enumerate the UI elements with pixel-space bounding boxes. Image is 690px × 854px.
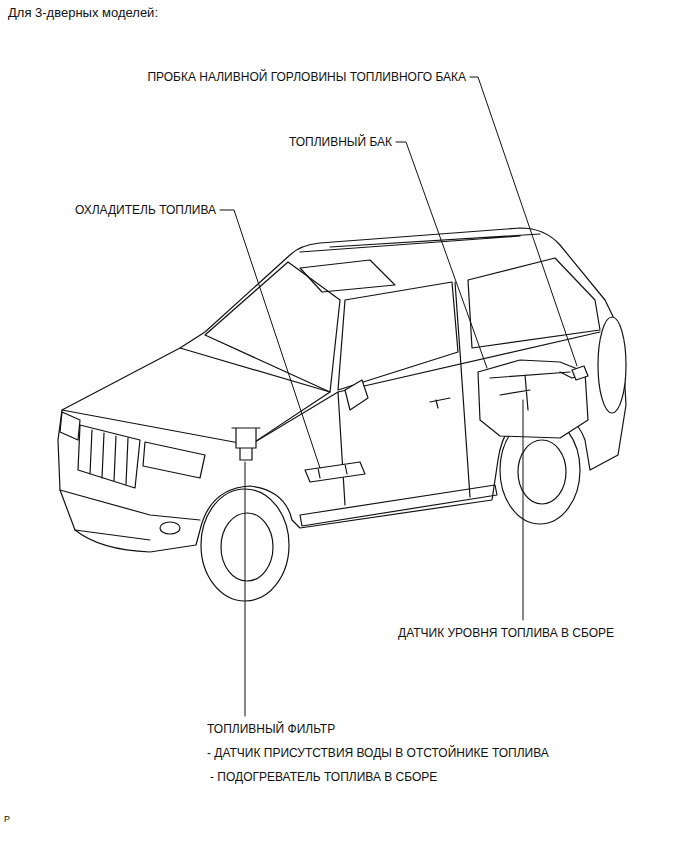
fuel-cap — [572, 366, 588, 380]
leader-line — [220, 210, 320, 468]
part-label: - ДАТЧИК ПРИСУТСТВИЯ ВОДЫ В ОТСТОЙНИКЕ Т… — [207, 746, 549, 760]
beltline — [250, 332, 600, 445]
leader-line — [245, 462, 246, 716]
part-label: ТОПЛИВНЫЙ БАК — [289, 135, 392, 149]
leader-line — [396, 142, 487, 368]
part-label: - ПОДОГРЕВАТЕЛЬ ТОПЛИВА В СБОРЕ — [210, 770, 437, 784]
roof-rail — [300, 234, 540, 252]
spare-tire — [598, 317, 626, 413]
part-label: ОХЛАДИТЕЛЬ ТОПЛИВА — [75, 203, 216, 217]
bumper — [60, 490, 200, 540]
page-title: Для 3-дверных моделей: — [8, 6, 158, 20]
headlight — [60, 412, 205, 478]
leader-line — [523, 400, 524, 620]
part-label: ТОПЛИВНЫЙ ФИЛЬТР — [207, 722, 335, 736]
part-label: ДАТЧИК УРОВНЯ ТОПЛИВА В СБОРЕ — [398, 626, 614, 640]
door-window — [338, 282, 458, 390]
leader-line — [470, 77, 577, 366]
rear-rim — [518, 440, 566, 504]
part-label: ПРОБКА НАЛИВНОЙ ГОРЛОВИНЫ ТОПЛИВНОГО БАК… — [147, 70, 466, 84]
grille — [78, 425, 140, 488]
side-step — [300, 485, 497, 526]
part-label: P — [4, 812, 10, 826]
rear-window — [468, 258, 600, 348]
fuel-cooler — [305, 462, 365, 482]
front-rim — [221, 513, 273, 581]
door-handle — [430, 398, 450, 408]
mirror — [345, 380, 368, 410]
fuel-filter — [232, 428, 260, 460]
body-outline — [58, 228, 626, 552]
fog-lamp — [160, 522, 180, 534]
sunroof — [300, 260, 395, 292]
fuel-tank — [478, 360, 588, 438]
